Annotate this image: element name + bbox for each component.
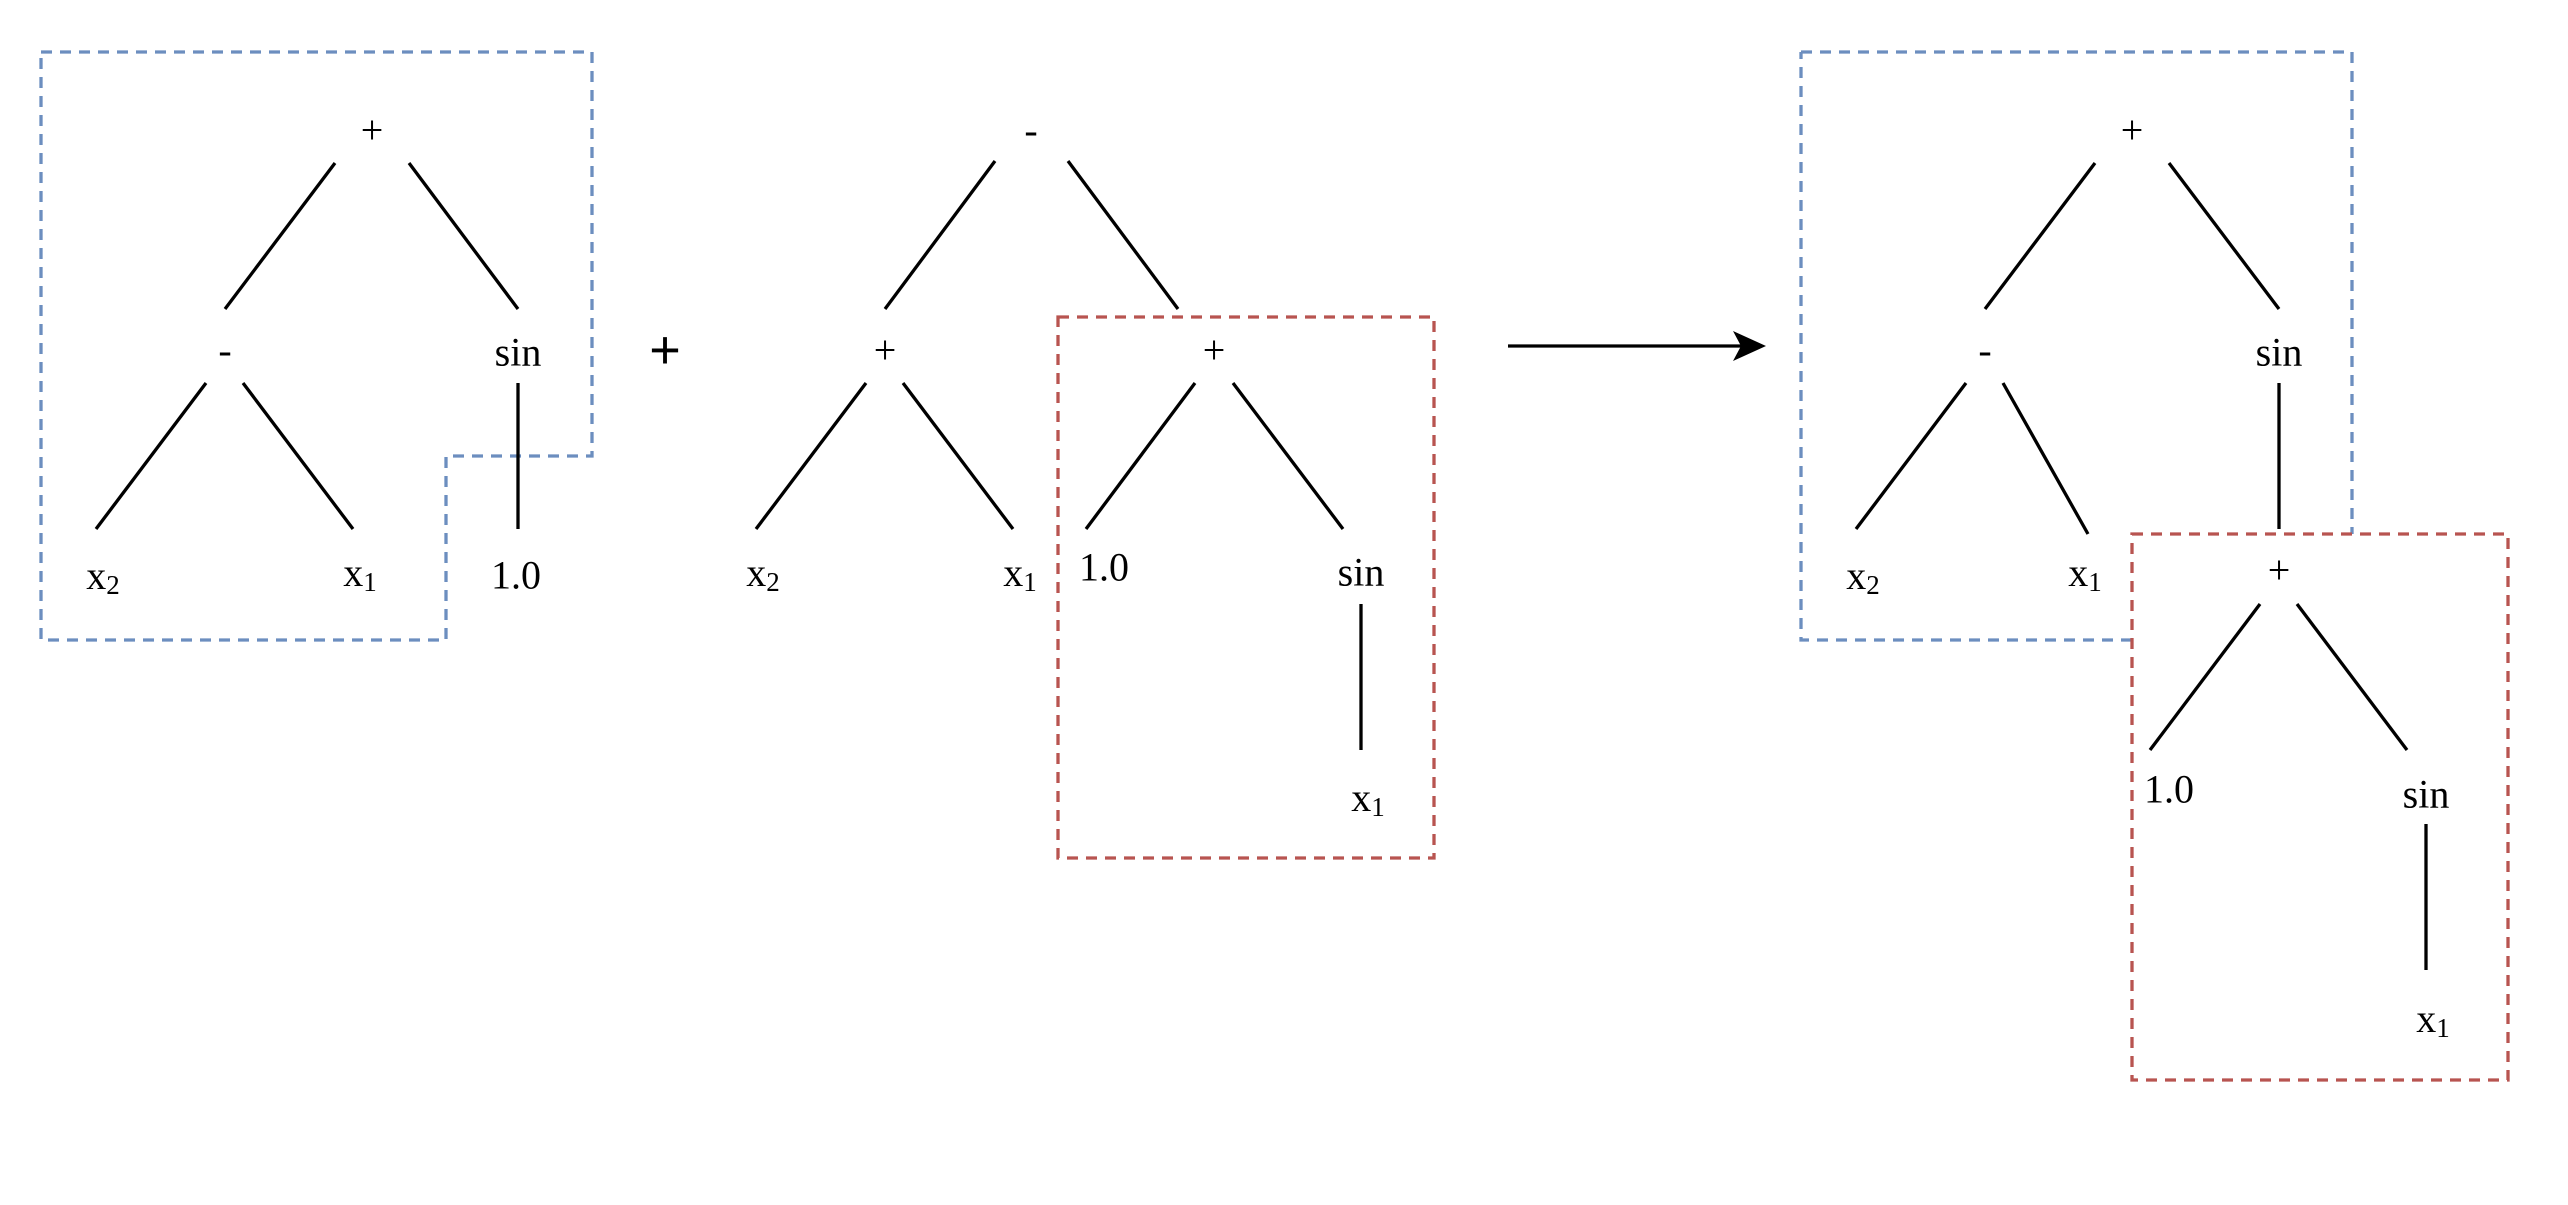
edge [901, 382, 1015, 530]
edge [1084, 382, 1197, 530]
parent-two-leaf-x1: x1 [1003, 550, 1037, 598]
parent-two-right-op: + [1203, 328, 1226, 373]
edge [94, 382, 208, 530]
parent-two-subtree-sin: sin [1338, 550, 1385, 595]
parent-one-left-op: - [218, 328, 231, 373]
edge [754, 382, 868, 530]
parent-one-right-op: sin [495, 330, 542, 375]
offspring-graft-sin: sin [2403, 772, 2450, 817]
parent-two-leaf-x2: x2 [746, 550, 780, 598]
parent-one-root: + [361, 108, 384, 153]
offspring-left-op: - [1978, 328, 1991, 373]
edge [1066, 160, 1180, 310]
edge [883, 160, 997, 310]
crossover-plus-symbol: + [649, 320, 681, 380]
edge [241, 382, 355, 530]
offspring-grafted-box [2130, 532, 2510, 1082]
edge [1983, 162, 2097, 310]
parent-two-root: - [1024, 108, 1037, 153]
edge [407, 162, 520, 310]
parent-two-selection-box [1056, 315, 1436, 860]
parent-two-subtree-const: 1.0 [1079, 545, 1129, 590]
parent-one-tree: + - sin x2 x1 1.0 [39, 50, 594, 642]
edge [1854, 382, 1968, 530]
offspring-graft-x1: x1 [2416, 996, 2450, 1044]
edge [2001, 382, 2090, 535]
offspring-graft-const: 1.0 [2144, 767, 2194, 812]
parent-two-tree: - + + x2 x1 1.0 sin x1 [746, 108, 1436, 860]
offspring-graft-root: + [2268, 548, 2291, 593]
offspring-root: + [2121, 108, 2144, 153]
edge [223, 162, 337, 310]
edge [2167, 162, 2281, 310]
offspring-leaf-x2: x2 [1846, 553, 1880, 601]
parent-two-left-op: + [874, 328, 897, 373]
parent-one-selection-box [39, 50, 594, 642]
offspring-tree: + - sin x2 x1 + 1.0 sin x1 [1799, 50, 2510, 1082]
offspring-right-op: sin [2256, 330, 2303, 375]
parent-two-subtree-x1: x1 [1351, 775, 1385, 823]
offspring-inherited-box [1799, 50, 2354, 642]
arrow-right-icon [1508, 331, 1766, 361]
offspring-leaf-x1: x1 [2068, 550, 2102, 598]
edge [2295, 603, 2409, 751]
parent-one-leaf-x2: x2 [86, 553, 120, 601]
edge [2148, 603, 2262, 751]
parent-one-leaf-x1: x1 [343, 550, 377, 598]
parent-one-leaf-const: 1.0 [491, 553, 541, 598]
edge [1231, 382, 1345, 530]
